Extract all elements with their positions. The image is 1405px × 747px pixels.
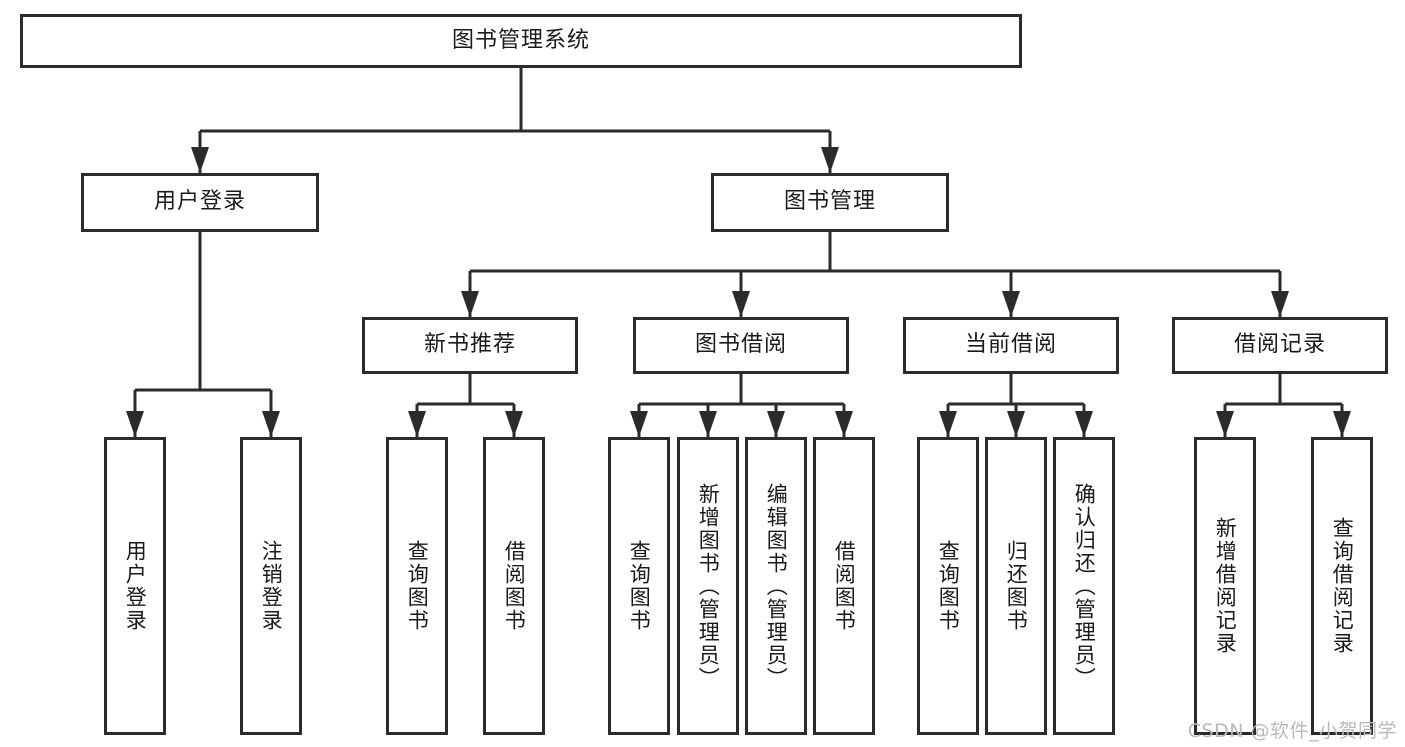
node-label: 新增借阅记录 bbox=[1213, 517, 1238, 655]
node-label: 图书管理 bbox=[783, 189, 876, 215]
node-label: 借阅记录 bbox=[1233, 332, 1326, 358]
node-new-book-recommend[interactable]: 新书推荐 bbox=[362, 317, 578, 374]
node-label: 查询图书 bbox=[936, 540, 961, 632]
leaf-borrow-book-1[interactable]: 借阅图书 bbox=[483, 437, 545, 735]
node-label: 借阅图书 bbox=[832, 540, 857, 632]
node-label: 用户登录 bbox=[123, 540, 148, 632]
leaf-edit-book-admin[interactable]: 编辑图书（管理员） bbox=[745, 437, 807, 735]
node-label: 图书管理系统 bbox=[451, 27, 590, 53]
leaf-user-login[interactable]: 用户登录 bbox=[104, 437, 166, 735]
leaf-query-book-1[interactable]: 查询图书 bbox=[386, 437, 448, 735]
node-label: 编辑图书（管理员） bbox=[764, 482, 789, 690]
watermark-text: CSDN @软件_小贺同学 bbox=[1187, 720, 1397, 742]
node-user-login[interactable]: 用户登录 bbox=[81, 173, 319, 232]
leaf-user-logout[interactable]: 注销登录 bbox=[240, 437, 302, 735]
leaf-add-borrow-record[interactable]: 新增借阅记录 bbox=[1194, 437, 1256, 735]
node-book-borrow[interactable]: 图书借阅 bbox=[633, 317, 849, 374]
node-label: 查询图书 bbox=[405, 540, 430, 632]
node-root-system[interactable]: 图书管理系统 bbox=[20, 14, 1022, 68]
leaf-confirm-return-admin[interactable]: 确认归还（管理员） bbox=[1053, 437, 1115, 735]
node-label: 新增图书（管理员） bbox=[696, 482, 721, 690]
node-book-management[interactable]: 图书管理 bbox=[711, 173, 949, 232]
node-label: 查询借阅记录 bbox=[1330, 517, 1355, 655]
leaf-query-borrow-record[interactable]: 查询借阅记录 bbox=[1311, 437, 1373, 735]
node-label: 新书推荐 bbox=[423, 332, 516, 358]
node-label: 用户登录 bbox=[153, 189, 246, 215]
node-label: 借阅图书 bbox=[502, 540, 527, 632]
node-borrow-record[interactable]: 借阅记录 bbox=[1172, 317, 1388, 374]
node-label: 图书借阅 bbox=[694, 332, 787, 358]
node-label: 确认归还（管理员） bbox=[1072, 482, 1097, 690]
node-label: 查询图书 bbox=[627, 540, 652, 632]
leaf-borrow-book-2[interactable]: 借阅图书 bbox=[813, 437, 875, 735]
node-label: 当前借阅 bbox=[964, 332, 1057, 358]
node-label: 注销登录 bbox=[259, 540, 284, 632]
leaf-return-book[interactable]: 归还图书 bbox=[985, 437, 1047, 735]
node-label: 归还图书 bbox=[1004, 540, 1029, 632]
leaf-add-book-admin[interactable]: 新增图书（管理员） bbox=[677, 437, 739, 735]
node-current-borrow[interactable]: 当前借阅 bbox=[903, 317, 1119, 374]
leaf-query-book-2[interactable]: 查询图书 bbox=[608, 437, 670, 735]
leaf-query-book-3[interactable]: 查询图书 bbox=[917, 437, 979, 735]
